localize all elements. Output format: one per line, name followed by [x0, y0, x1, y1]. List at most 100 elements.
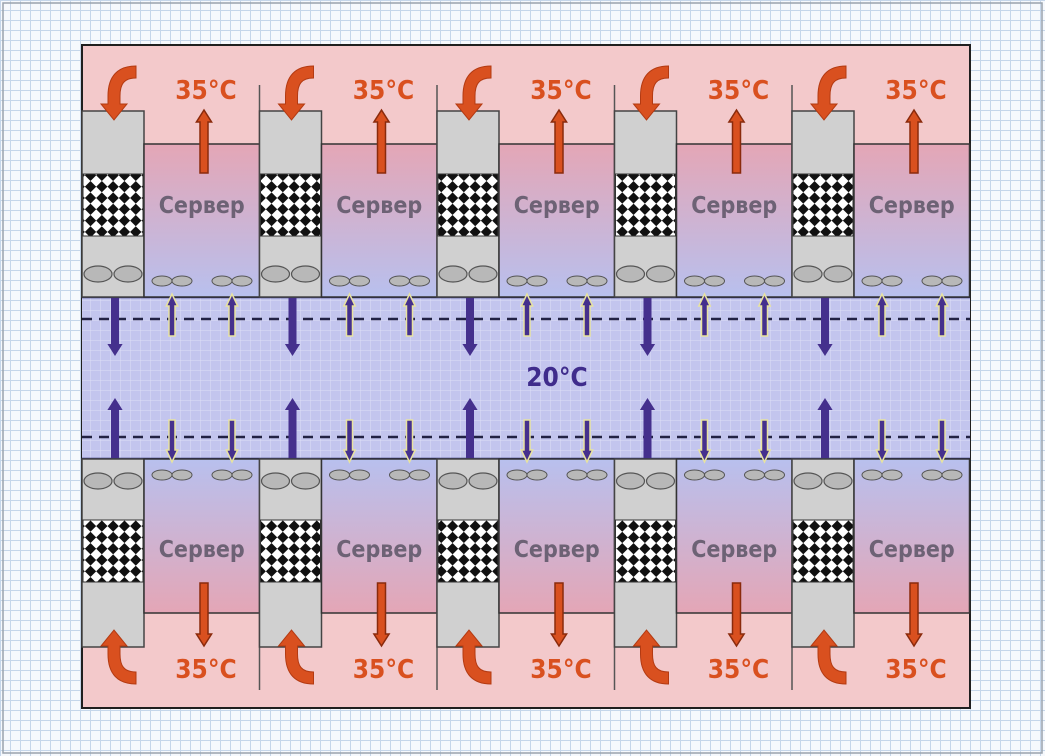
- cold-air-arrow-icon: [402, 292, 417, 337]
- cold-air-arrow-icon: [462, 298, 478, 356]
- cold-air-arrow-icon: [165, 419, 179, 464]
- fan-icon: [566, 275, 588, 287]
- fan-icon: [438, 472, 468, 490]
- arrow-up-icon: [727, 108, 746, 174]
- cold-air-arrow-icon: [107, 298, 123, 356]
- fan-icon: [231, 275, 253, 287]
- fan-icon: [151, 275, 173, 287]
- hot-zone-temperature: 35°C: [885, 76, 946, 106]
- curved-arrow-icon: [99, 629, 137, 685]
- fan-icon: [409, 469, 430, 481]
- fan-icon: [941, 275, 963, 287]
- checker-coil-icon: [792, 173, 854, 237]
- fan-icon: [290, 472, 321, 490]
- curved-arrow-icon: [454, 65, 492, 121]
- fan-icon: [764, 469, 785, 481]
- fan-icon: [645, 265, 676, 283]
- cold-air-arrow-icon: [697, 292, 712, 337]
- curved-arrow-icon: [632, 629, 669, 685]
- fan-icon: [468, 472, 498, 490]
- server-label: Сервер: [514, 537, 600, 563]
- fan-icon: [329, 469, 350, 481]
- fan-icon: [211, 275, 233, 287]
- server-label: Сервер: [514, 193, 600, 219]
- hot-zone-temperature: 35°C: [175, 655, 236, 685]
- checker-coil-icon: [260, 173, 321, 237]
- cold-air-arrow-icon: [284, 298, 301, 356]
- cold-air-arrow-icon: [935, 419, 949, 464]
- cold-air-arrow-icon: [284, 398, 301, 458]
- hot-zone-temperature: 35°C: [353, 655, 414, 685]
- curved-arrow-icon: [277, 65, 314, 121]
- arrow-down-icon: [195, 582, 213, 648]
- rack-unit-bottom-1: Сервер 35°C: [81, 398, 261, 685]
- server-label: Сервер: [869, 537, 955, 563]
- checker-coil-icon: [792, 519, 854, 583]
- fan-icon: [290, 265, 321, 283]
- fan-icon: [113, 472, 143, 490]
- cold-air-arrow-icon: [342, 292, 357, 337]
- hot-zone-temperature: 35°C: [175, 76, 236, 106]
- checker-coil-icon: [615, 173, 676, 237]
- arrow-down-icon: [372, 582, 391, 648]
- fan-icon: [438, 265, 468, 283]
- fan-icon: [921, 275, 943, 287]
- curved-arrow-icon: [277, 629, 314, 685]
- hot-zone-temperature: 35°C: [708, 76, 769, 106]
- cold-air-arrow-icon: [520, 292, 534, 337]
- fan-icon: [921, 469, 943, 481]
- arrow-up-icon: [372, 108, 391, 174]
- checker-coil-icon: [82, 173, 144, 237]
- cold-air-arrow-icon: [402, 419, 417, 464]
- cold-air-arrow-icon: [225, 292, 239, 337]
- fan-icon: [586, 275, 608, 287]
- fan-icon: [586, 469, 608, 481]
- fan-icon: [823, 265, 853, 283]
- server-label: Сервер: [869, 193, 955, 219]
- cold-air-arrow-icon: [697, 419, 712, 464]
- cold-air-arrow-icon: [580, 419, 594, 464]
- cold-air-arrow-icon: [935, 292, 949, 337]
- fan-icon: [171, 275, 193, 287]
- arrow-up-icon: [550, 108, 568, 174]
- curved-arrow-icon: [809, 629, 847, 685]
- arrow-down-icon: [905, 582, 923, 648]
- cold-air-arrow-icon: [342, 419, 357, 464]
- curved-arrow-icon: [454, 629, 492, 685]
- cold-air-arrow-icon: [817, 298, 833, 356]
- arrow-up-icon: [195, 108, 213, 174]
- fan-icon: [704, 275, 725, 287]
- checker-coil-icon: [437, 519, 499, 583]
- checker-coil-icon: [260, 519, 321, 583]
- fan-icon: [389, 469, 410, 481]
- cold-aisle-temperature: 20°C: [526, 363, 587, 393]
- fan-icon: [793, 472, 823, 490]
- hot-zone-temperature: 35°C: [530, 655, 591, 685]
- checker-coil-icon: [437, 173, 499, 237]
- server-label: Сервер: [691, 537, 777, 563]
- fan-icon: [764, 275, 785, 287]
- cold-air-arrow-icon: [757, 292, 772, 337]
- fan-icon: [389, 275, 410, 287]
- fan-icon: [211, 469, 233, 481]
- rack-unit-top-5: Сервер 35°C: [791, 65, 971, 356]
- hot-zone-temperature: 35°C: [708, 655, 769, 685]
- fan-icon: [231, 469, 253, 481]
- curved-arrow-icon: [99, 65, 137, 121]
- cold-air-arrow-icon: [165, 292, 179, 337]
- fan-icon: [409, 275, 430, 287]
- fan-icon: [684, 275, 705, 287]
- arrow-down-icon: [727, 582, 746, 648]
- cold-air-arrow-icon: [225, 419, 239, 464]
- server-label: Сервер: [336, 193, 422, 219]
- server-label: Сервер: [159, 537, 245, 563]
- fan-icon: [861, 275, 883, 287]
